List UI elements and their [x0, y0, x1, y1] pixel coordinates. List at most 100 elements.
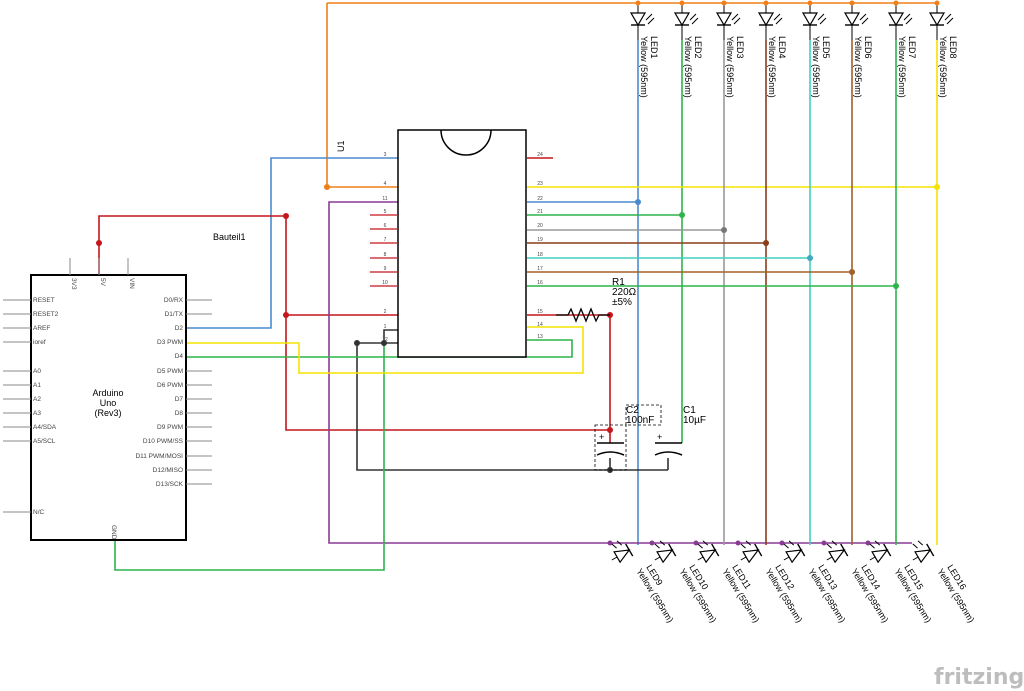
pin-d13: D13/SCK: [156, 481, 184, 488]
wire-yellow-out: [527, 40, 938, 545]
ic-pin-r12: 13: [537, 334, 543, 340]
pin-vin: VIN: [128, 278, 135, 289]
arduino-model: Uno: [100, 398, 117, 408]
led-top-name: LED4: [777, 36, 787, 59]
ic-pin-r1: 24: [537, 152, 543, 158]
ic-pin-r11: 14: [537, 322, 543, 328]
pin-d6: D6 PWM: [157, 382, 183, 389]
pin-nc: N/C: [33, 509, 45, 516]
ic-pin-l5: 6: [384, 223, 387, 229]
led-top-desc: Yellow (595nm): [683, 36, 693, 98]
led-top-name: LED3: [735, 36, 745, 59]
wire-cyan-out: [527, 40, 811, 545]
fritzing-logo: fritzing: [934, 665, 1024, 690]
pin-d0: D0/RX: [164, 297, 184, 304]
pin-d3: D3 PWM: [157, 339, 183, 346]
pin-5v: 5V: [99, 278, 106, 287]
ic-pin-r2: 23: [537, 181, 543, 187]
pin-d8: D8: [175, 410, 184, 417]
led-top-name: LED8: [948, 36, 958, 59]
pin-aref: AREF: [33, 325, 50, 332]
resistor-r1: R1 220Ω ±5%: [556, 277, 637, 323]
led-bottom-4: [740, 540, 763, 564]
wire-brown-out: [527, 40, 767, 545]
ic-pin-r5: 20: [537, 223, 543, 229]
ic-pin-l6: 7: [384, 237, 387, 243]
pin-d10: D10 PWM/SS: [143, 438, 184, 445]
resistor-name: R1: [612, 277, 625, 288]
wire-green-out2: [527, 40, 897, 545]
pin-d9: D9 PWM: [157, 424, 183, 431]
led-top-desc: Yellow (595nm): [725, 36, 735, 98]
cap-c1-name: C1: [683, 405, 696, 416]
pin-d5: D5 PWM: [157, 368, 183, 375]
led-bottom-6: [826, 540, 849, 564]
resistor-tolerance: ±5%: [612, 297, 632, 308]
junctions: [96, 184, 940, 546]
pin-d11: D11 PWM/MOSI: [135, 453, 183, 460]
led-bottom-5: [783, 540, 806, 564]
ic-pin-r9: 16: [537, 280, 543, 286]
ic-pin-r8: 17: [537, 266, 543, 272]
ic-pin-l4: 5: [384, 209, 387, 215]
cap-c1-value: 10µF: [683, 415, 706, 426]
pin-a4: A4/SDA: [33, 424, 57, 431]
pin-a2: A2: [33, 396, 41, 403]
pin-d4: D4: [175, 353, 184, 360]
cap-c2-name: C2: [626, 405, 639, 416]
pin-a5: A5/SCL: [33, 438, 56, 445]
resistor-value: 220Ω: [612, 287, 637, 298]
wire-gray-out: [527, 40, 725, 545]
ic-pin-l11: 1: [384, 324, 387, 330]
ic-pin-r7: 18: [537, 252, 543, 258]
ic-pin-l12: 12: [382, 337, 388, 343]
pin-d2: D2: [175, 325, 184, 332]
capacitor-c2: + C2 100nF: [594, 404, 662, 471]
arduino-board: 3V3 5V VIN RESET RESET2 AREF ioref A0 A1…: [3, 232, 246, 541]
pin-a0: A0: [33, 368, 41, 375]
led-top-desc: Yellow (595nm): [811, 36, 821, 98]
led-top-desc: Yellow (595nm): [639, 36, 649, 98]
ic-pin-l10: 2: [384, 309, 387, 315]
pin-3v3: 3V3: [70, 278, 77, 290]
led-bottom-2: [654, 540, 677, 564]
pin-d12: D12/MISO: [153, 467, 183, 474]
ic-pin-l8: 9: [384, 266, 387, 272]
led-top-name: LED2: [693, 36, 703, 59]
ic-pin-r4: 21: [537, 209, 543, 215]
pin-d1: D1/TX: [165, 311, 184, 318]
wire-tan-out: [527, 40, 853, 545]
ic-label: U1: [336, 140, 346, 152]
led-top-desc: Yellow (595nm): [938, 36, 948, 98]
ic-pin-r6: 19: [537, 237, 543, 243]
wire-blue: [187, 40, 639, 545]
pin-reset2: RESET2: [33, 311, 59, 318]
arduino-label: Bauteil1: [213, 232, 246, 242]
ic-pin-r10: 15: [537, 309, 543, 315]
wire-green-gnd: [114, 343, 385, 571]
led-bottom-7: [869, 540, 892, 564]
ic-pin-l3: 11: [382, 196, 387, 202]
arduino-rev: (Rev3): [94, 408, 121, 418]
led-bottom-3: [697, 540, 720, 564]
cap-c2-value: 100nF: [626, 415, 654, 426]
arduino-name: Arduino: [92, 388, 123, 398]
led-bottom-8: [912, 540, 935, 564]
pin-d7: D7: [175, 396, 184, 403]
svg-text:+: +: [657, 432, 662, 442]
pin-reset: RESET: [33, 297, 55, 304]
led-top-desc: Yellow (595nm): [897, 36, 907, 98]
capacitor-c1: + C1 10µF: [654, 405, 706, 456]
led-bottom-1: [611, 540, 634, 564]
pin-a3: A3: [33, 410, 41, 417]
wire-yellow-d3: [187, 326, 584, 374]
led-top-name: LED1: [649, 36, 659, 59]
ic-pin-l1: 3: [384, 152, 387, 158]
pin-a1: A1: [33, 382, 41, 389]
